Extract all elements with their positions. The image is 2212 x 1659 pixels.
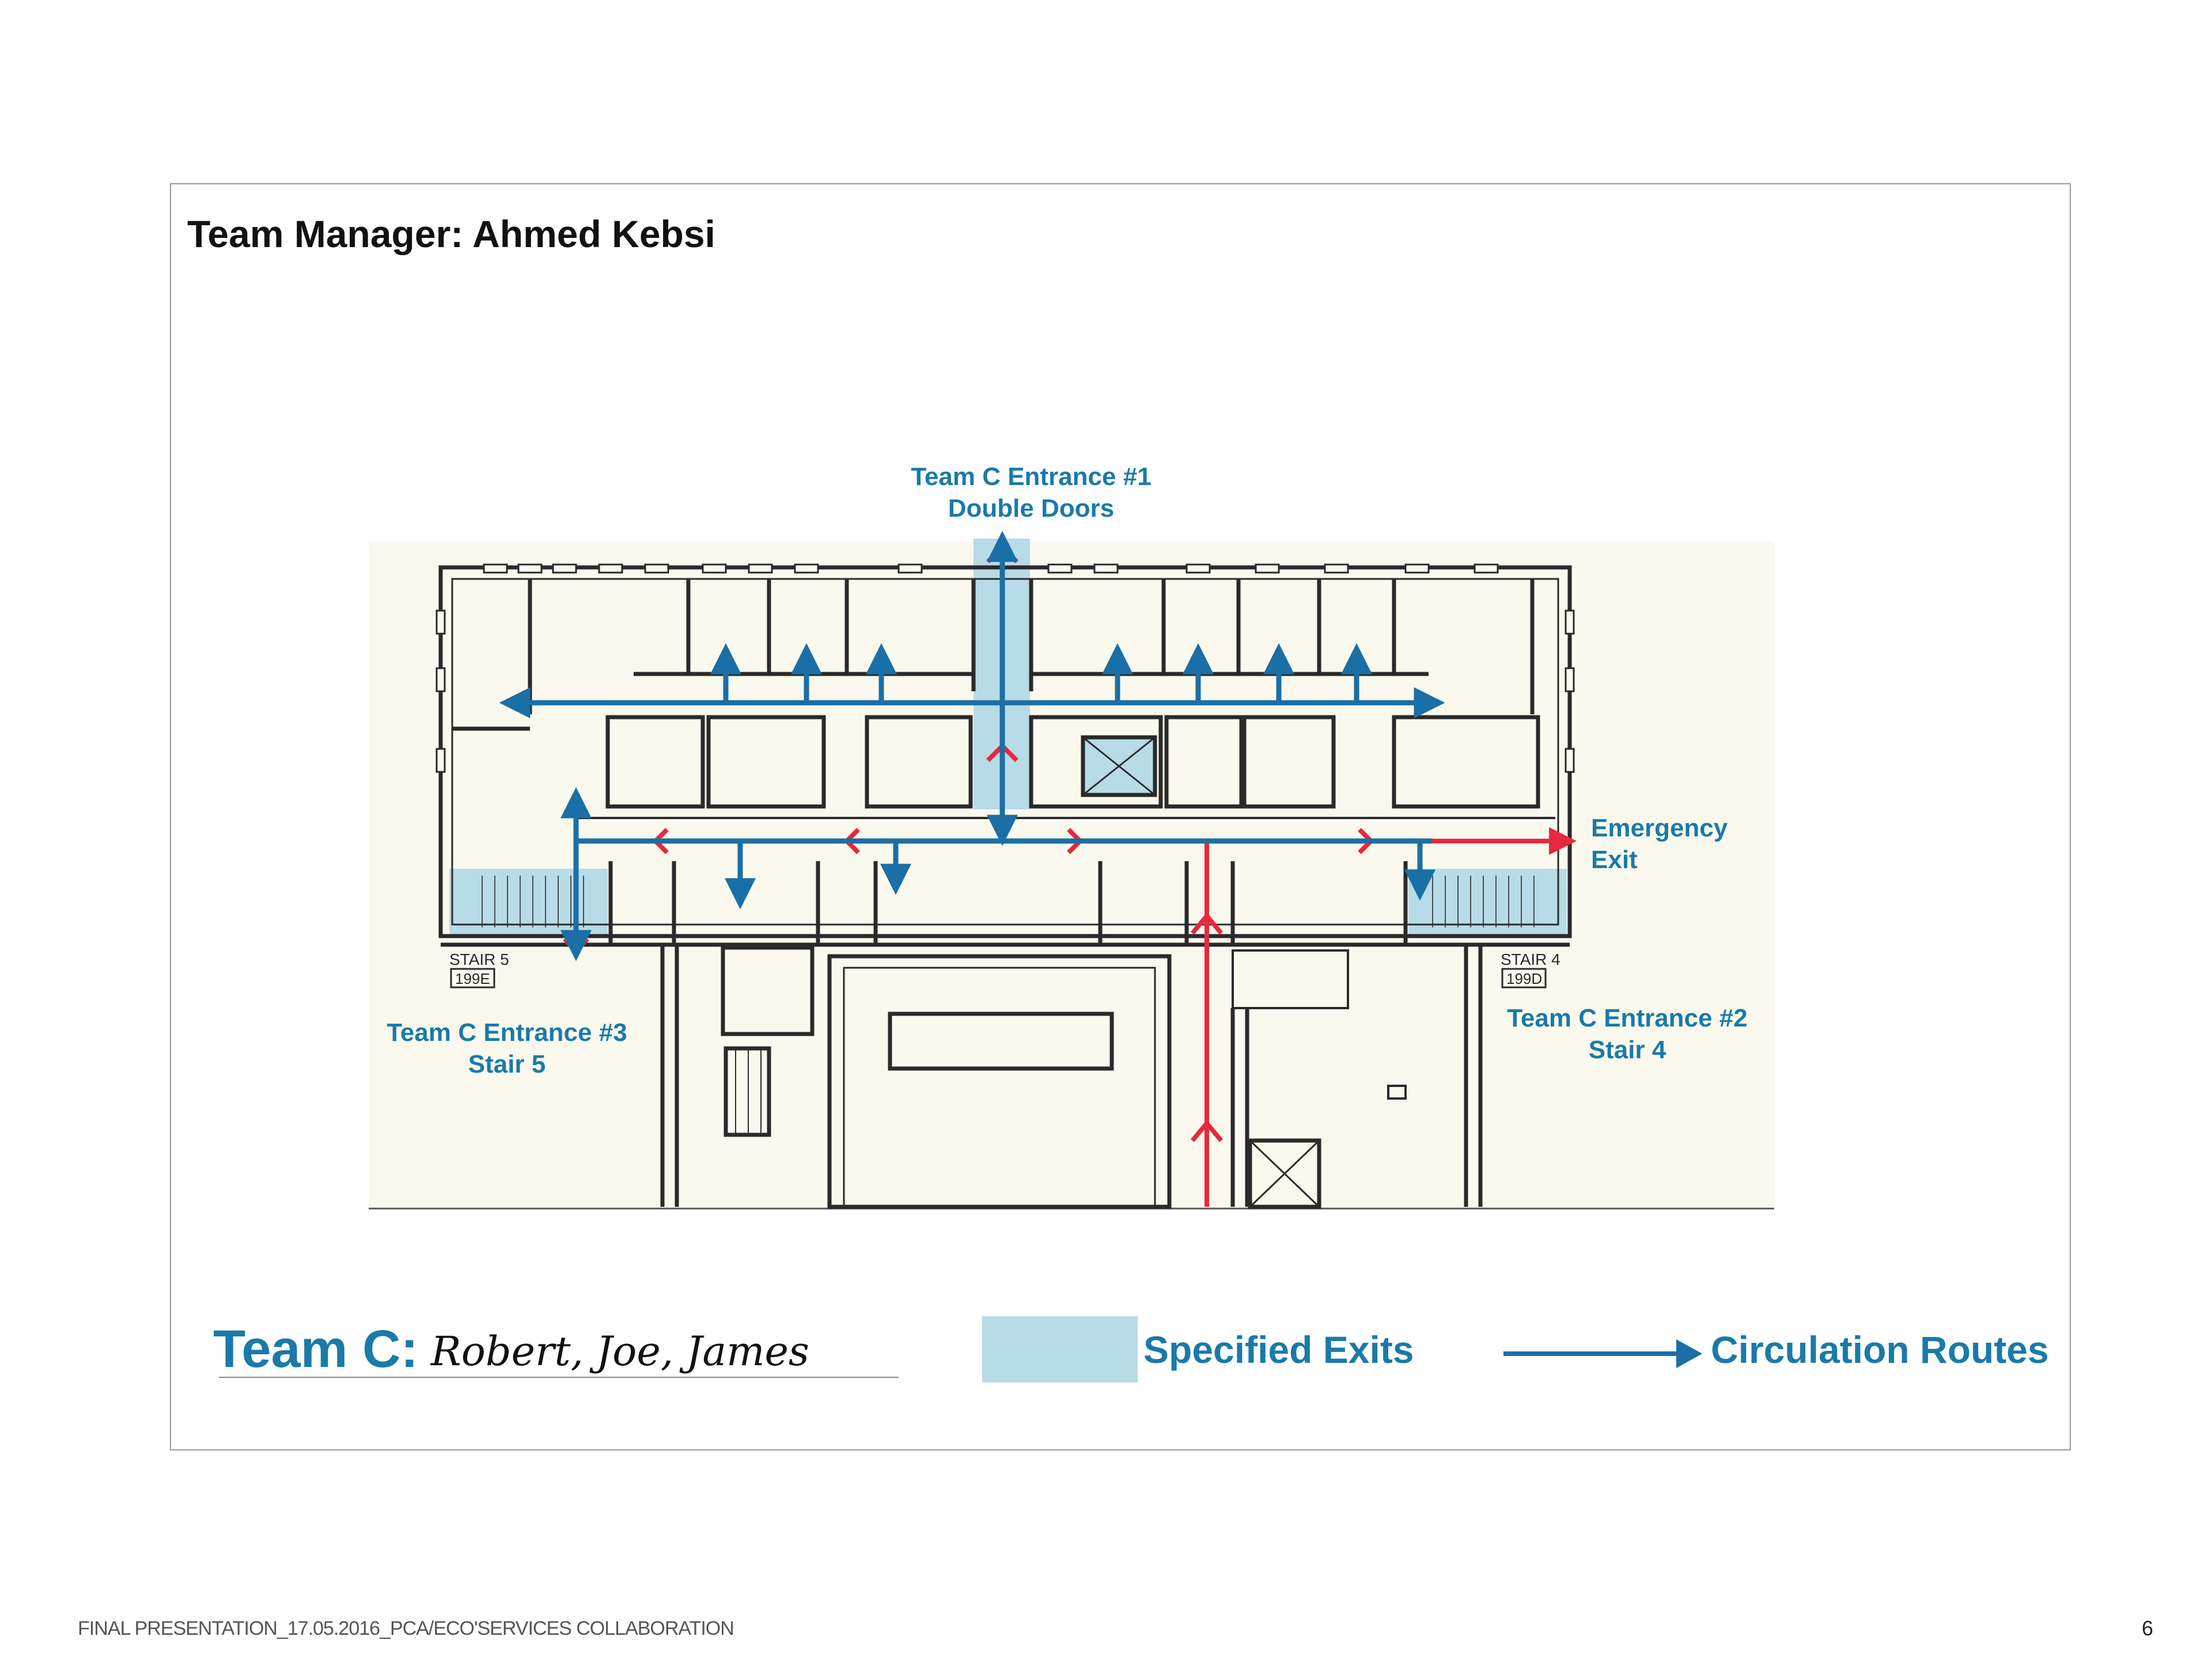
stair-4-tag: STAIR 4 xyxy=(1501,950,1560,968)
team-underline xyxy=(219,1377,899,1378)
legend-routes-label: Circulation Routes xyxy=(1711,1328,2049,1371)
content-frame xyxy=(170,183,2071,1450)
stair-5-code: 199E xyxy=(455,970,490,987)
team-label: Team C: xyxy=(213,1320,419,1378)
stair-5-steps xyxy=(475,876,585,927)
stair-5-code-box xyxy=(450,968,495,988)
team-members: Robert, Joe, James xyxy=(431,1328,809,1375)
plan-windows xyxy=(435,563,1575,773)
emergency-exit-label: Emergency Exit xyxy=(1591,812,1728,876)
entrance-1-line2: Double Doors xyxy=(948,494,1115,522)
legend-routes-arrow-icon xyxy=(1503,1339,1702,1368)
legend-exits-label: Specified Exits xyxy=(1143,1328,1414,1371)
page-number: 6 xyxy=(2142,1616,2154,1640)
circulation-routes xyxy=(499,531,1445,961)
stair-4-steps xyxy=(1431,876,1541,927)
team-manager-title: Team Manager: Ahmed Kebsi xyxy=(187,213,715,255)
stair-4-code-box xyxy=(1501,968,1547,988)
entrance-3-line1: Team C Entrance #3 xyxy=(387,1018,627,1047)
entrance-2-label: Team C Entrance #2 Stair 4 xyxy=(1489,1002,1766,1066)
entrance-2-line2: Stair 4 xyxy=(1588,1036,1666,1064)
entrance-3-label: Team C Entrance #3 Stair 5 xyxy=(369,1017,645,1080)
emergency-exit-line2: Exit xyxy=(1591,846,1638,874)
stair-5-tag: STAIR 5 xyxy=(449,950,509,968)
entrance-3-line2: Stair 5 xyxy=(468,1050,546,1078)
footer-caption: FINAL PRESENTATION_17.05.2016_PCA/ECO'SE… xyxy=(78,1618,734,1639)
legend-exits-swatch xyxy=(982,1316,1138,1382)
stair-4-code: 199D xyxy=(1506,970,1542,987)
entrance-1-label: Team C Entrance #1 Double Doors xyxy=(876,461,1187,524)
entrance-1-line1: Team C Entrance #1 xyxy=(911,463,1152,491)
emergency-exit-line1: Emergency xyxy=(1591,814,1728,842)
entrance-2-line1: Team C Entrance #2 xyxy=(1507,1004,1748,1032)
